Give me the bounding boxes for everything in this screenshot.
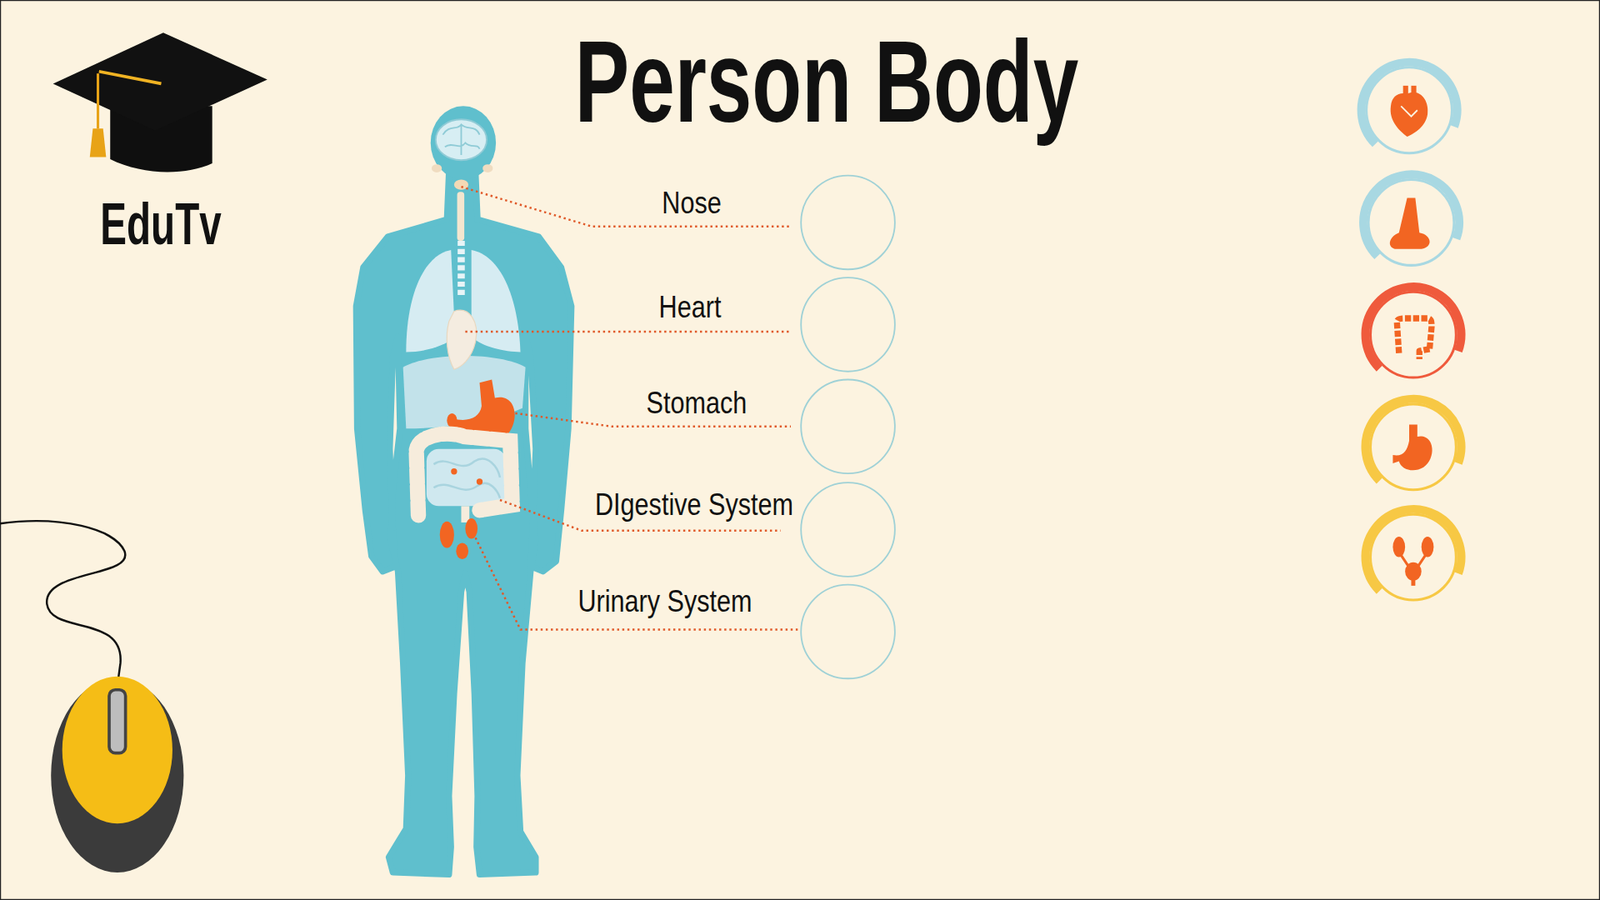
label-wrap: Heart: [658, 290, 721, 325]
label-wrap: Urinary System: [578, 585, 753, 620]
mouse-icon: [0, 520, 184, 873]
organ-label: Nose: [661, 185, 721, 220]
label-wrap: EduTv: [100, 192, 222, 257]
leader-lines: [460, 186, 801, 630]
label-wrap: Nose: [661, 185, 721, 220]
organ-label: DIgestive System: [595, 487, 794, 522]
graduation-cap: [53, 32, 268, 172]
organ-label: Stomach: [646, 385, 748, 420]
organ-label: Urinary System: [578, 585, 753, 620]
organ-label: Heart: [658, 290, 721, 325]
human-figure: [355, 105, 571, 875]
page-title: Person Body: [575, 17, 1079, 146]
organ-icons: [1361, 62, 1462, 600]
answer-circles: [800, 175, 895, 680]
label-wrap: Stomach: [646, 385, 748, 420]
brand-label: EduTv: [100, 192, 222, 257]
label-wrap: DIgestive System: [595, 487, 794, 522]
title-wrap: Person Body: [575, 17, 1079, 146]
